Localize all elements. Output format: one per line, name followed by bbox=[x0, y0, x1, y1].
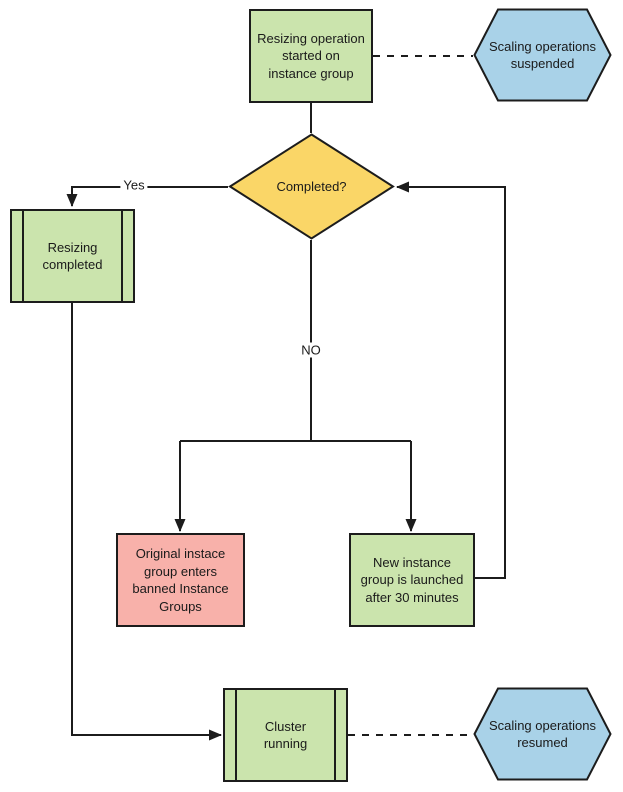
predefined-process-left-bar bbox=[235, 690, 237, 780]
edge-decision-yes bbox=[66, 186, 228, 207]
node-scaling-operations-suspended: Scaling operations suspended bbox=[473, 8, 612, 102]
node-scaling-operations-resumed: Scaling operations resumed bbox=[473, 687, 612, 781]
node-resizing-completed-label: Resizing completed bbox=[42, 239, 103, 273]
node-cluster-running-label: Cluster running bbox=[263, 718, 308, 752]
node-cluster-running: Cluster running bbox=[223, 688, 348, 782]
hexagon-shape bbox=[473, 8, 612, 102]
node-banned-instance-groups: Original instace group enters banned Ins… bbox=[116, 533, 245, 627]
predefined-process-right-bar bbox=[121, 211, 123, 301]
node-scaling-operations-suspended-label: Scaling operations suspended bbox=[489, 38, 596, 72]
node-resizing-operation-started-label: Resizing operation started on instance g… bbox=[257, 30, 365, 81]
node-scaling-operations-resumed-label: Scaling operations resumed bbox=[489, 717, 596, 751]
edge-new-group-to-decision bbox=[396, 181, 506, 579]
node-resizing-operation-started: Resizing operation started on instance g… bbox=[249, 9, 373, 103]
node-resizing-completed: Resizing completed bbox=[10, 209, 135, 303]
diamond-shape bbox=[228, 133, 395, 240]
predefined-process-right-bar bbox=[334, 690, 336, 780]
node-banned-instance-groups-label: Original instace group enters banned Ins… bbox=[132, 546, 229, 614]
edge-label-yes: Yes bbox=[120, 177, 148, 193]
edge-label-no: NO bbox=[298, 342, 324, 358]
predefined-process-left-bar bbox=[22, 211, 24, 301]
node-new-instance-group: New instance group is launched after 30 … bbox=[349, 533, 475, 627]
edge-resizing-completed-to-cluster bbox=[71, 303, 222, 741]
hexagon-shape bbox=[473, 687, 612, 781]
node-completed-decision-label: Completed? bbox=[276, 178, 347, 194]
node-completed-decision: Completed? bbox=[228, 133, 395, 240]
node-new-instance-group-label: New instance group is launched after 30 … bbox=[360, 554, 464, 605]
